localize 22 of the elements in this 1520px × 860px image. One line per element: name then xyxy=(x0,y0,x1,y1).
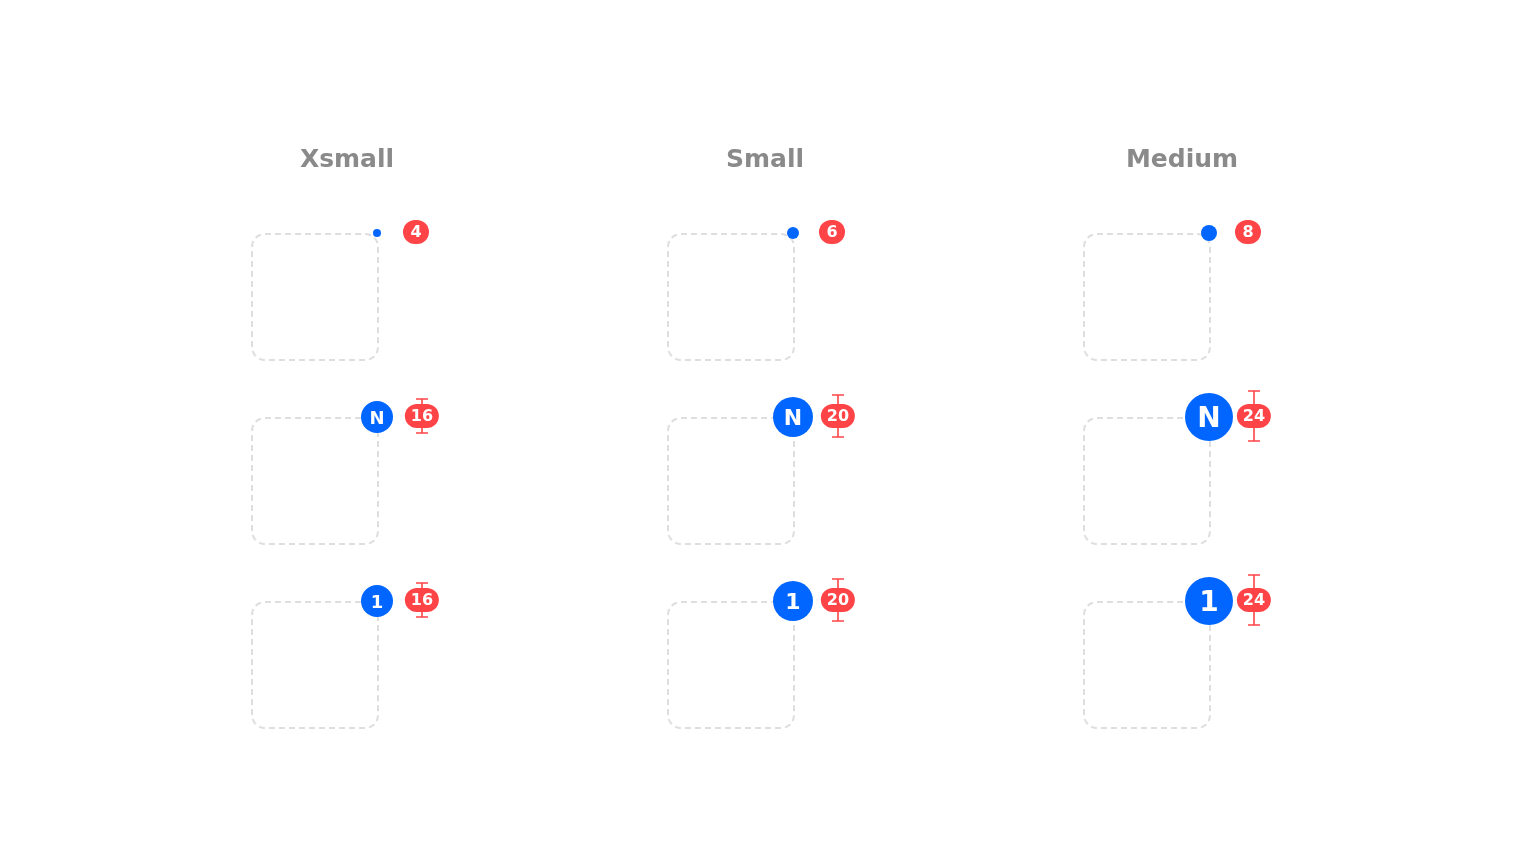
dot-badge xyxy=(373,229,381,237)
size-value-pill: 24 xyxy=(1236,404,1272,428)
number-badge: 1 xyxy=(773,581,813,621)
column-heading: Small xyxy=(725,144,805,173)
letter-badge: N xyxy=(361,401,393,433)
dot-badge xyxy=(1201,225,1217,241)
letter-badge: N xyxy=(773,397,813,437)
number-badge: 1 xyxy=(1185,577,1233,625)
size-value-pill: 16 xyxy=(404,588,440,612)
size-value-pill: 16 xyxy=(404,404,440,428)
size-value-pill: 20 xyxy=(820,588,856,612)
number-badge: 1 xyxy=(361,585,393,617)
placeholder-box xyxy=(251,233,379,361)
size-value-pill: 6 xyxy=(819,220,845,244)
column-heading: Xsmall xyxy=(299,144,395,173)
dot-badge xyxy=(787,227,799,239)
letter-badge: N xyxy=(1185,393,1233,441)
size-value-pill: 4 xyxy=(403,220,429,244)
size-value-pill: 8 xyxy=(1235,220,1261,244)
size-value-pill: 24 xyxy=(1236,588,1272,612)
size-value-pill: 20 xyxy=(820,404,856,428)
column-heading: Medium xyxy=(1125,144,1239,173)
